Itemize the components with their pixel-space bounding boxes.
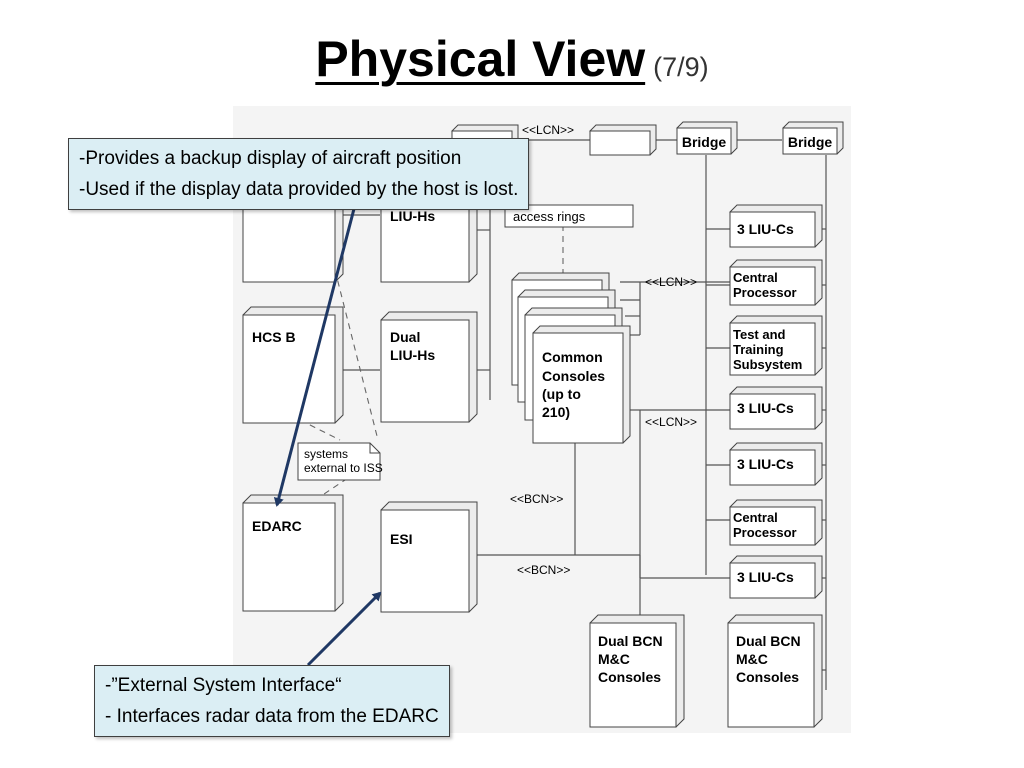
dashed-links (299, 225, 564, 501)
node-central-proc-2: Central Processor (729, 499, 823, 546)
test-training-line1: Test and (733, 327, 786, 342)
node-liu-c-2: 3 LIU-Cs (729, 386, 823, 430)
dual-bcn-2-line1: Dual BCN (736, 633, 801, 649)
central-proc-2-line1: Central (733, 510, 778, 525)
arrow-to-esi (306, 591, 382, 667)
test-training-line3: Subsystem (733, 357, 802, 372)
label-lcn-low: <<LCN>> (645, 415, 697, 429)
callout-top-line2: -Used if the display data provided by th… (79, 179, 519, 200)
dual-liu-2-line2: LIU-Hs (390, 347, 435, 363)
node-central-proc-1: Central Processor (729, 259, 823, 306)
node-common-consoles: Common Consoles (up to 210) (511, 272, 631, 444)
node-dual-bcn-2: Dual BCN M&C Consoles (727, 614, 823, 728)
ext-note-line2: external to ISS (304, 461, 383, 475)
label-lcn-mid: <<LCN>> (645, 275, 697, 289)
liu-c-3-label: 3 LIU-Cs (737, 456, 794, 472)
note-external-systems: systems external to ISS (297, 442, 383, 481)
node-bridge-1: Bridge (676, 121, 738, 155)
node-bridge-2: Bridge (782, 121, 844, 155)
dual-liu-2-line1: Dual (390, 329, 420, 345)
network-lines (335, 130, 827, 690)
callout-backup-display: -Provides a backup display of aircraft p… (68, 138, 530, 210)
node-esi: ESI (380, 501, 478, 613)
node-dual-bcn-1: Dual BCN M&C Consoles (589, 614, 685, 728)
liu-c-4-label: 3 LIU-Cs (737, 569, 794, 585)
node-dual-liu-2: Dual LIU-Hs (380, 311, 478, 423)
callout-bottom-line1: -”External System Interface“ (105, 675, 342, 696)
note-access-rings: access rings (504, 204, 634, 228)
dual-bcn-1-line2: M&C (598, 651, 630, 667)
liu-c-1-label: 3 LIU-Cs (737, 221, 794, 237)
node-liu-c-3: 3 LIU-Cs (729, 442, 823, 486)
callout-external-interface: -”External System Interface“ - Interface… (94, 665, 450, 737)
node-liu-c-1: 3 LIU-Cs (729, 204, 823, 248)
label-bcn-lower: <<BCN>> (517, 563, 570, 577)
label-bcn-upper: <<BCN>> (510, 492, 563, 506)
arrow-to-edarc (273, 204, 357, 507)
central-proc-1-line1: Central (733, 270, 778, 285)
node-edarc: EDARC (242, 494, 344, 612)
central-proc-2-line2: Processor (733, 525, 797, 540)
callout-top-line1: -Provides a backup display of aircraft p… (79, 148, 462, 169)
slide-title-row: Physical View(7/9) (0, 30, 1024, 88)
consoles-line2: Consoles (542, 368, 605, 384)
node-test-training: Test and Training Subsystem (729, 315, 823, 376)
callout-bottom-line2: - Interfaces radar data from the EDARC (105, 706, 439, 727)
node-bridge-partial-2 (589, 124, 657, 156)
dual-bcn-1-line1: Dual BCN (598, 633, 663, 649)
dual-bcn-2-line2: M&C (736, 651, 768, 667)
label-lcn-top: <<LCN>> (522, 123, 574, 137)
access-rings-label: access rings (513, 209, 586, 224)
consoles-line4: 210) (542, 404, 570, 420)
edarc-label: EDARC (252, 518, 302, 534)
dual-bcn-1-line3: Consoles (598, 669, 661, 685)
ext-note-line1: systems (304, 447, 348, 461)
consoles-line1: Common (542, 349, 603, 365)
hcs-b-label: HCS B (252, 329, 296, 345)
central-proc-1-line2: Processor (733, 285, 797, 300)
test-training-line2: Training (733, 342, 784, 357)
node-liu-c-4: 3 LIU-Cs (729, 555, 823, 599)
node-hcs-b: HCS B (242, 306, 344, 424)
dual-bcn-2-line3: Consoles (736, 669, 799, 685)
slide-subtitle: (7/9) (653, 52, 709, 82)
dual-liu-1-label: LIU-Hs (390, 208, 435, 224)
bridge-2-label: Bridge (788, 134, 833, 150)
liu-c-2-label: 3 LIU-Cs (737, 400, 794, 416)
consoles-line3: (up to (542, 386, 581, 402)
bridge-1-label: Bridge (682, 134, 727, 150)
slide-title: Physical View (315, 31, 646, 87)
esi-label: ESI (390, 531, 413, 547)
